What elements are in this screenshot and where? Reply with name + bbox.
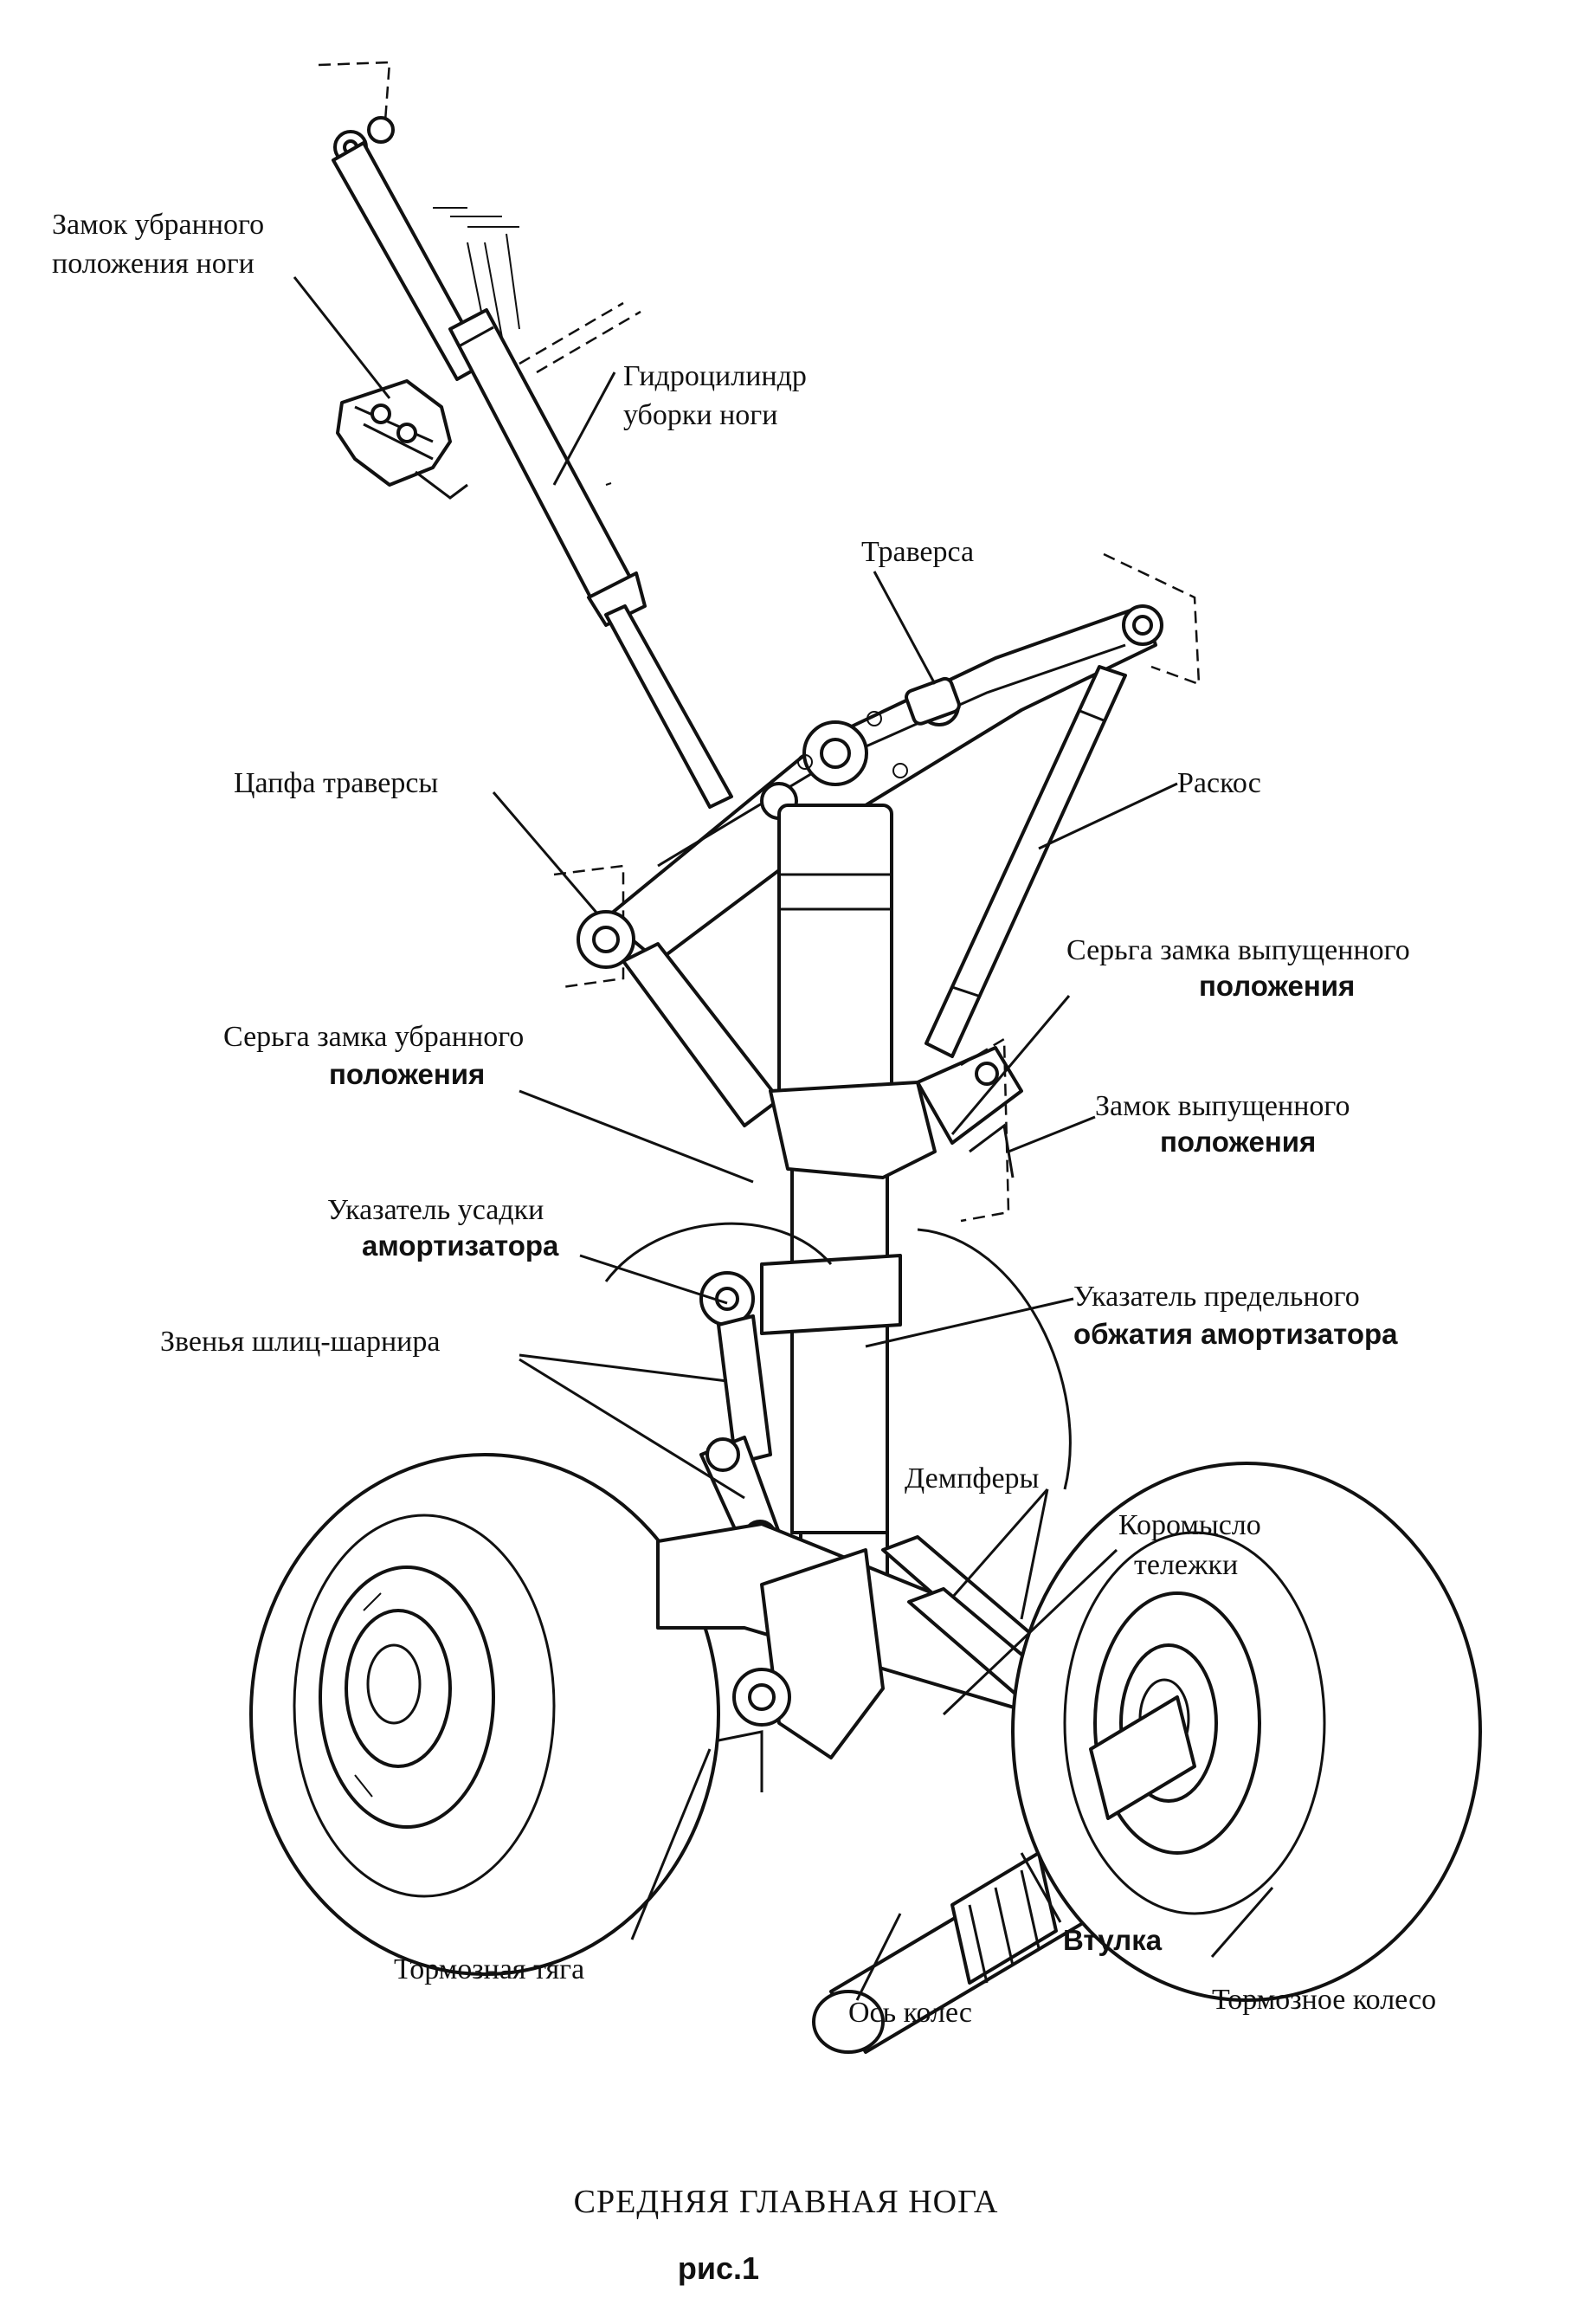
- leader-bogie-beam: [942, 1548, 1118, 1716]
- leader-lines: [293, 276, 1274, 2001]
- leader-downlock-link: [950, 995, 1071, 1135]
- label-downlock-link-line1: Серьга замка выпущенного: [1066, 934, 1410, 966]
- figure-title: СРЕДНЯЯ ГЛАВНАЯ НОГА: [574, 2184, 999, 2220]
- label-brake-rod: Тормозная тяга: [394, 1953, 584, 1985]
- label-bogie-beam-line2: тележки: [1134, 1549, 1238, 1581]
- label-dampers: Демпферы: [905, 1462, 1040, 1494]
- traverse-drawing: [553, 552, 1201, 989]
- left-wheel-drawing: [249, 1453, 720, 1976]
- label-downlock-line1: Замок выпущенного: [1095, 1090, 1350, 1122]
- uplock-drawing: [336, 379, 468, 500]
- label-traverse-trunnion: Цапфа траверсы: [234, 767, 438, 799]
- label-brace: Раскос: [1177, 767, 1261, 799]
- rear-left-wheel-drawing: [604, 1222, 1072, 1490]
- label-uplock-link-line2: положения: [329, 1058, 485, 1090]
- label-retract-cylinder-line1: Гидроцилиндр: [623, 360, 807, 392]
- leader-uplock-link: [519, 1089, 754, 1184]
- label-brake-wheel: Тормозное колесо: [1212, 1984, 1436, 2016]
- label-retract-cylinder-line2: уборки ноги: [623, 399, 777, 431]
- label-downlock-line2: положения: [1160, 1126, 1316, 1158]
- leader-torque-links-1: [519, 1353, 728, 1383]
- leader-torque-links-2: [519, 1358, 745, 1500]
- brace-drawing: [622, 665, 1127, 1127]
- leader-wheel-axle: [855, 1913, 902, 2001]
- leader-uplock: [293, 276, 391, 399]
- label-limit-indicator-line2: обжатия амортизатора: [1073, 1318, 1398, 1350]
- torque-links-drawing: [699, 1314, 781, 1554]
- retraction-cylinder-drawing: [332, 116, 733, 809]
- landing-gear-drawing: [249, 61, 1482, 2054]
- label-shock-indicator-line1: Указатель усадки: [327, 1194, 544, 1226]
- leader-brake-wheel: [1210, 1887, 1274, 1958]
- leader-limit-indicator: [865, 1297, 1074, 1348]
- label-uplock-link-line1: Серьга замка убранного: [223, 1021, 524, 1053]
- leader-traverse: [873, 571, 937, 685]
- leader-trunnion: [492, 791, 599, 914]
- label-uplock-line1: Замок убранного: [52, 209, 264, 241]
- figure-caption: СРЕДНЯЯ ГЛАВНАЯ НОГА рис.1: [574, 2184, 999, 2286]
- leader-dampers-1: [950, 1488, 1049, 1598]
- leader-dampers-2: [1020, 1488, 1049, 1620]
- leader-retract-cylinder: [552, 371, 616, 486]
- label-bogie-beam-line1: Коромысло: [1118, 1509, 1261, 1541]
- label-shock-indicator-line2: амортизатора: [362, 1230, 559, 1262]
- label-uplock-line2: положения ноги: [52, 248, 254, 280]
- figure-number: рис.1: [678, 2250, 759, 2286]
- label-torque-links: Звенья шлиц-шарнира: [160, 1326, 440, 1358]
- label-downlock-link-line2: положения: [1199, 970, 1355, 1002]
- leader-shock-indicator: [579, 1254, 728, 1305]
- leader-downlock: [1008, 1115, 1096, 1153]
- airframe-fragment-top: [318, 61, 641, 374]
- labels: Замок убранного положения ноги Гидроцили…: [52, 209, 1436, 2029]
- leader-bushing: [1020, 1852, 1062, 1923]
- leader-brace: [1038, 782, 1178, 850]
- right-wheel-drawing: [1011, 1462, 1482, 2002]
- leader-brake-rod: [630, 1748, 712, 1940]
- label-bushing: Втулка: [1063, 1924, 1163, 1956]
- label-wheel-axle: Ось колес: [848, 1997, 972, 2029]
- label-limit-indicator-line1: Указатель предельного: [1073, 1281, 1360, 1313]
- label-traverse: Траверса: [861, 536, 974, 568]
- shock-strut-drawing: [699, 804, 1023, 1604]
